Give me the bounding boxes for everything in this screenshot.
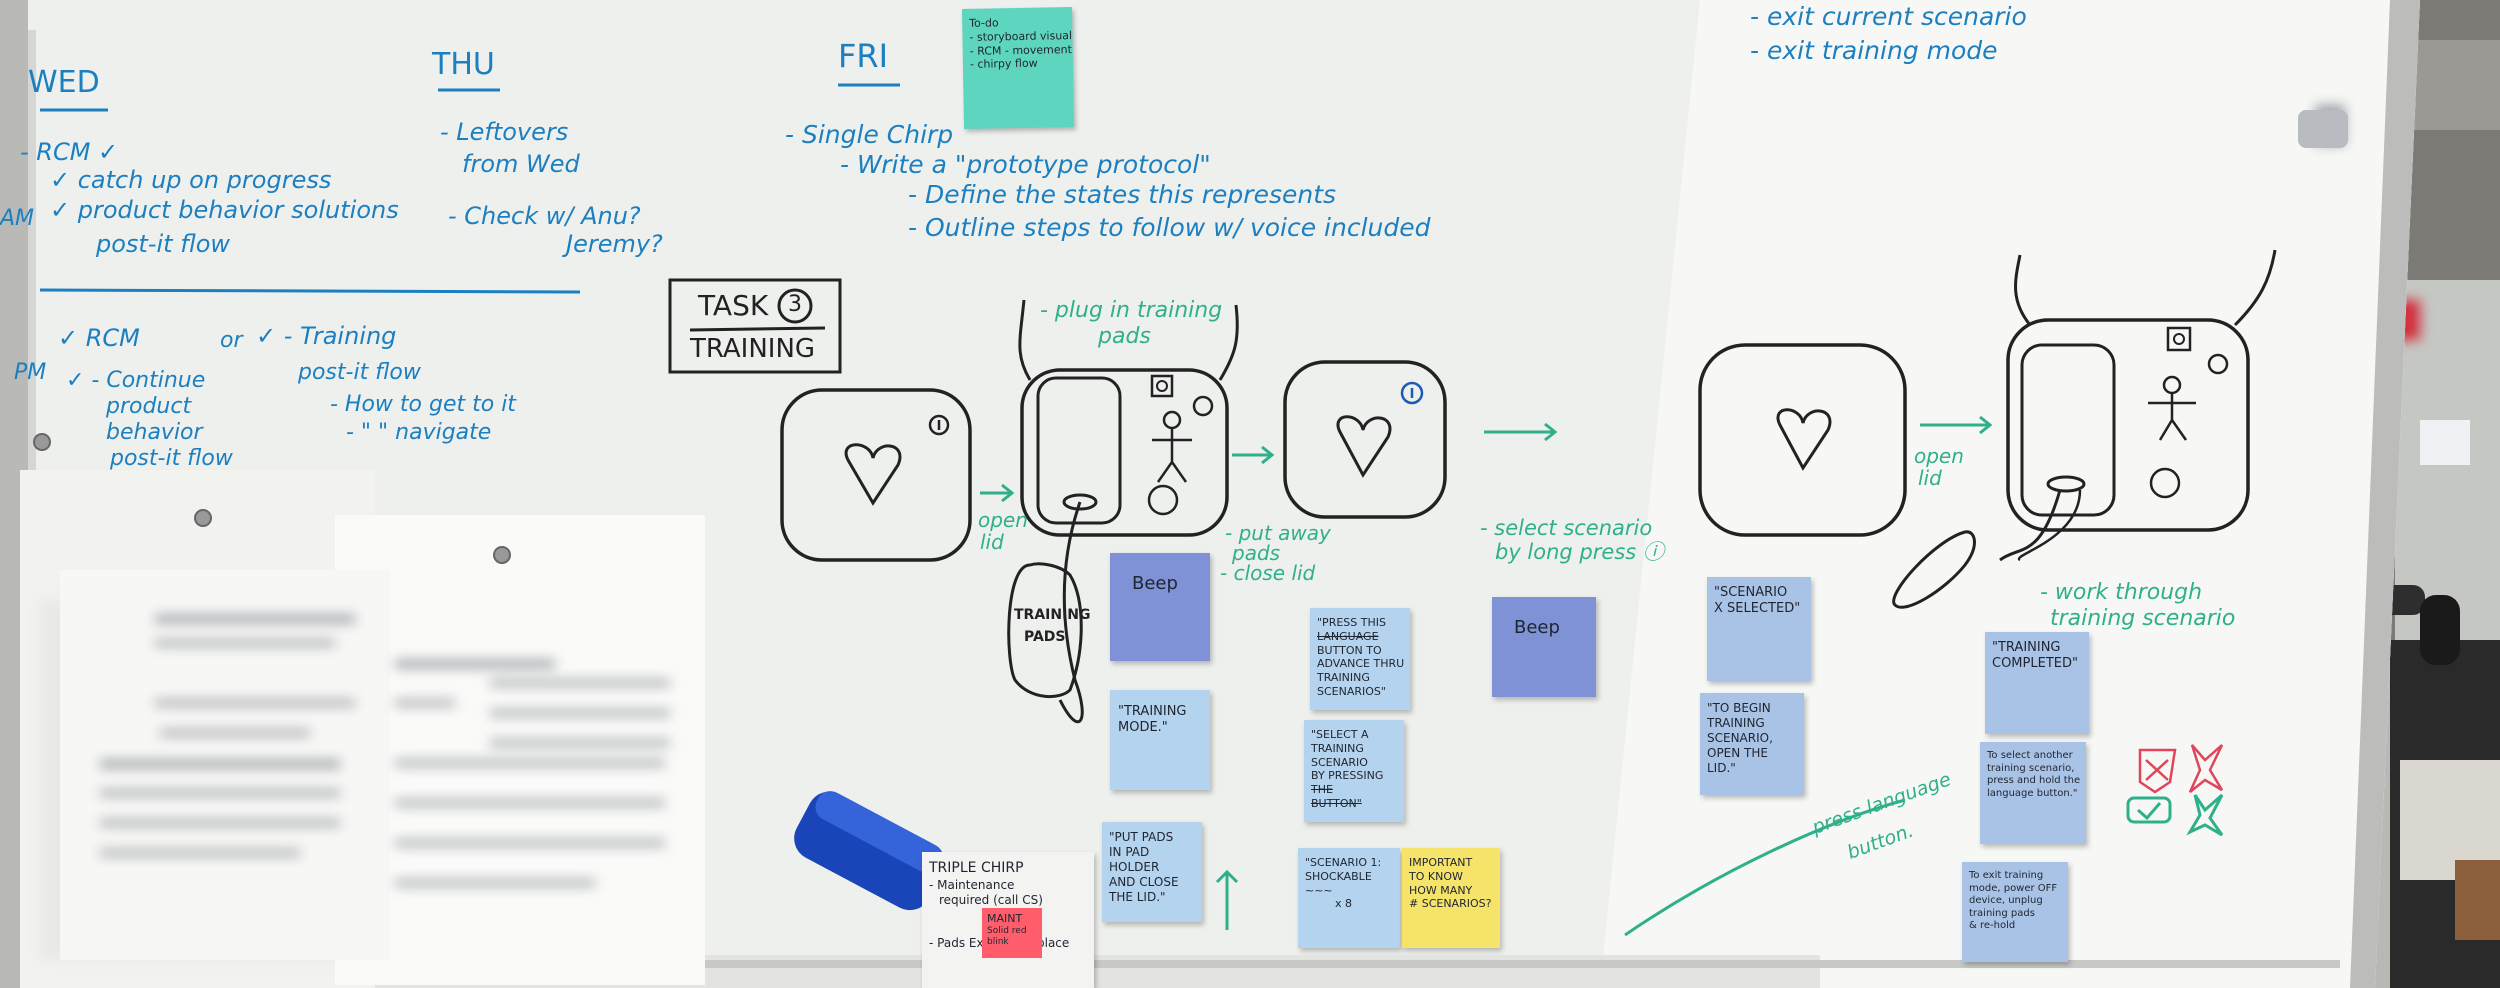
task-number: 3 [788, 292, 802, 317]
fri-item: - Write a "prototype protocol" [840, 150, 1211, 179]
pm-right-item: ✓ - Training [256, 322, 397, 350]
sticky-note-to-select-another: To select another training scenario, pre… [1980, 742, 2086, 844]
sticky-note-scenario-x: "SCENARIO X SELECTED" [1707, 577, 1811, 681]
open-lid-label: open [1914, 444, 1964, 468]
sticky-note-select-training: "SELECT A TRAINING SCENARIO BY PRESSING … [1304, 720, 1404, 822]
put-away-label: - close lid [1220, 561, 1316, 585]
sticky-note-maint: MAINT Solid red blink [982, 908, 1042, 958]
sticky-note-beep-2: Beep [1492, 597, 1596, 697]
work-through-label: - work through [2040, 580, 2203, 605]
sticky-note-todo: To-do - storyboard visual - RCM - moveme… [961, 7, 1075, 129]
put-away-label: - put away [1225, 521, 1331, 545]
task-label: TASK [698, 289, 769, 322]
thu-item: - Leftovers [440, 118, 569, 146]
sticky-note-beep: Beep [1110, 553, 1210, 661]
sticky-note-shockable: "SCENARIO 1: SHOCKABLE ~~~ x 8 [1298, 848, 1400, 948]
fri-item: - Define the states this represents [908, 180, 1337, 209]
sticky-note-put-pads: "PUT PADS IN PAD HOLDER AND CLOSE THE LI… [1102, 822, 1202, 922]
thu-item: - Check w/ Anu? [448, 202, 641, 230]
open-lid-label: lid [1918, 466, 1942, 490]
fri-heading: FRI [838, 37, 889, 75]
task-title: TRAINING [690, 334, 816, 364]
plug-in-label: - plug in training [1040, 298, 1223, 323]
pm-left-item: product [106, 394, 192, 419]
pm-right-item: - How to get to it [330, 392, 516, 417]
plug-in-label: pads [1098, 324, 1151, 349]
wed-item: - RCM ✓ [20, 138, 119, 166]
fri-item: - Single Chirp [785, 120, 954, 149]
open-lid-label: open [978, 508, 1028, 532]
training-pads-label: PADS [1024, 629, 1066, 645]
top-right-item: - exit training mode [1750, 36, 1998, 65]
pm-label: PM [14, 360, 47, 385]
am-label: AM [0, 206, 35, 231]
work-through-label: training scenario [2050, 606, 2236, 631]
select-scenario-label: - select scenario [1480, 516, 1653, 540]
top-right-item: - exit current scenario [1750, 2, 2027, 31]
sticky-note-press-this: "PRESS THIS LANGUAGE BUTTON TO ADVANCE T… [1310, 608, 1410, 710]
sticky-note-to-exit: To exit training mode, power OFF device,… [1962, 862, 2068, 962]
pm-left-item: ✓ RCM [58, 324, 140, 352]
pm-right-item: - " " navigate [346, 420, 492, 445]
training-pads-label: TRAINING [1014, 607, 1091, 623]
sticky-note-training-mode: "TRAINING MODE." [1110, 690, 1210, 790]
sticky-note-important: IMPORTANT TO KNOW HOW MANY # SCENARIOS? [1402, 848, 1500, 948]
fri-item: - Outline steps to follow w/ voice inclu… [908, 213, 1431, 242]
pm-left-item: post-it flow [110, 446, 233, 471]
pm-right-item: post-it flow [298, 360, 421, 385]
open-lid-label: lid [980, 530, 1004, 554]
put-away-label: pads [1232, 541, 1281, 565]
pm-left-item: ✓ - Continue [66, 368, 206, 393]
pm-left-item: behavior [106, 420, 203, 445]
sticky-note-to-begin: "TO BEGIN TRAINING SCENARIO, OPEN THE LI… [1700, 693, 1804, 795]
wed-item: post-it flow [96, 230, 231, 258]
wed-item: ✓ catch up on progress [50, 166, 332, 194]
thu-item: Jeremy? [566, 230, 663, 258]
sticky-note-training-completed: "TRAINING COMPLETED" [1985, 632, 2089, 734]
wed-item: ✓ product behavior solutions [50, 196, 399, 224]
pm-or: or [220, 328, 243, 353]
thu-heading: THU [432, 47, 495, 82]
select-scenario-label: by long press ⓘ [1495, 540, 1664, 564]
thu-item: from Wed [462, 150, 580, 178]
wed-heading: WED [28, 65, 100, 100]
